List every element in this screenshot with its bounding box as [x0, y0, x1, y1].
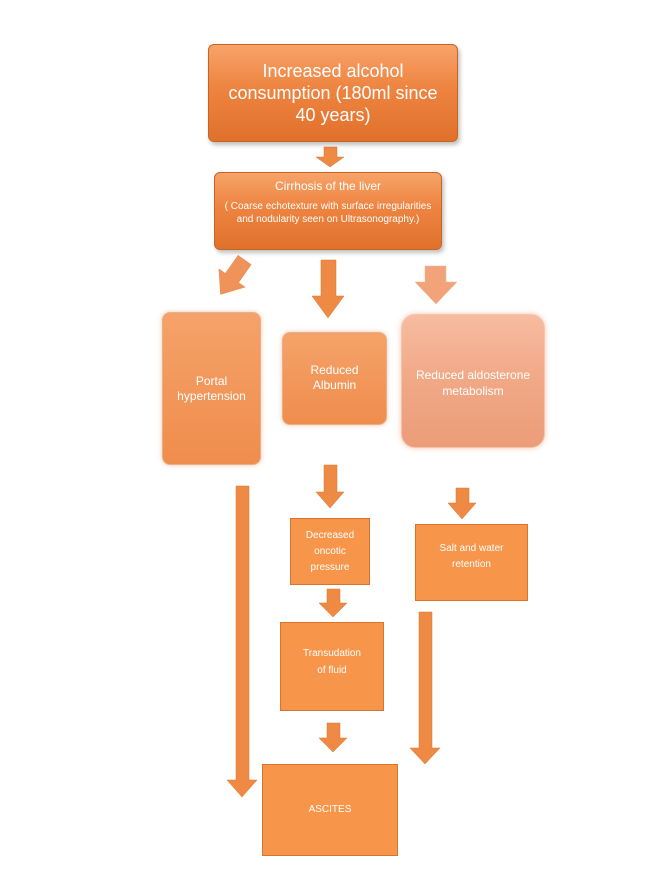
node-cirrhosis-title: Cirrhosis of the liver — [274, 179, 382, 193]
node-albumin-label: Reduced Albumin — [310, 363, 359, 392]
node-reduced-albumin: Reduced Albumin — [282, 332, 387, 425]
node-alcohol: Increased alcohol consumption (180ml sin… — [208, 44, 458, 142]
node-cirrhosis-detail: ( Coarse echotexture with surface irregu… — [224, 201, 432, 225]
node-decreased-oncotic: Decreased oncotic pressure — [290, 518, 370, 585]
node-aldosterone-label: Reduced aldosterone metabolism — [415, 368, 531, 398]
arrow-cirrhosis-to-albumin — [311, 259, 345, 319]
node-ascites-label: ASCITES — [308, 804, 352, 815]
node-salt-water: Salt and water retention — [415, 524, 528, 601]
arrow-cirrhosis-to-aldosterone — [414, 265, 458, 305]
arrow-cirrhosis-to-portal — [218, 255, 252, 295]
arrow-salt-to-ascites — [409, 611, 441, 765]
node-ascites: ASCITES — [262, 764, 398, 856]
node-portal-hypertension: Portal hypertension — [162, 312, 261, 465]
node-reduced-aldosterone: Reduced aldosterone metabolism — [401, 314, 545, 448]
arrow-portal-to-ascites — [226, 485, 258, 798]
node-oncotic-label: Decreased oncotic pressure — [305, 529, 355, 573]
arrow-oncotic-to-transudation — [318, 588, 348, 618]
arrow-albumin-to-oncotic — [315, 464, 345, 509]
node-transudation: Transudation of fluid — [280, 622, 384, 711]
node-portal-label: Portal hypertension — [177, 373, 246, 403]
arrow-alcohol-to-cirrhosis — [315, 146, 345, 168]
arrow-transudation-to-ascites — [318, 722, 348, 753]
arrow-aldosterone-to-salt — [447, 487, 477, 520]
node-cirrhosis: Cirrhosis of the liver ( Coarse echotext… — [214, 172, 442, 250]
node-transudation-label: Transudation of fluid — [303, 648, 361, 676]
node-alcohol-label: Increased alcohol consumption (180ml sin… — [228, 61, 438, 125]
node-salt-label: Salt and water retention — [439, 543, 504, 570]
